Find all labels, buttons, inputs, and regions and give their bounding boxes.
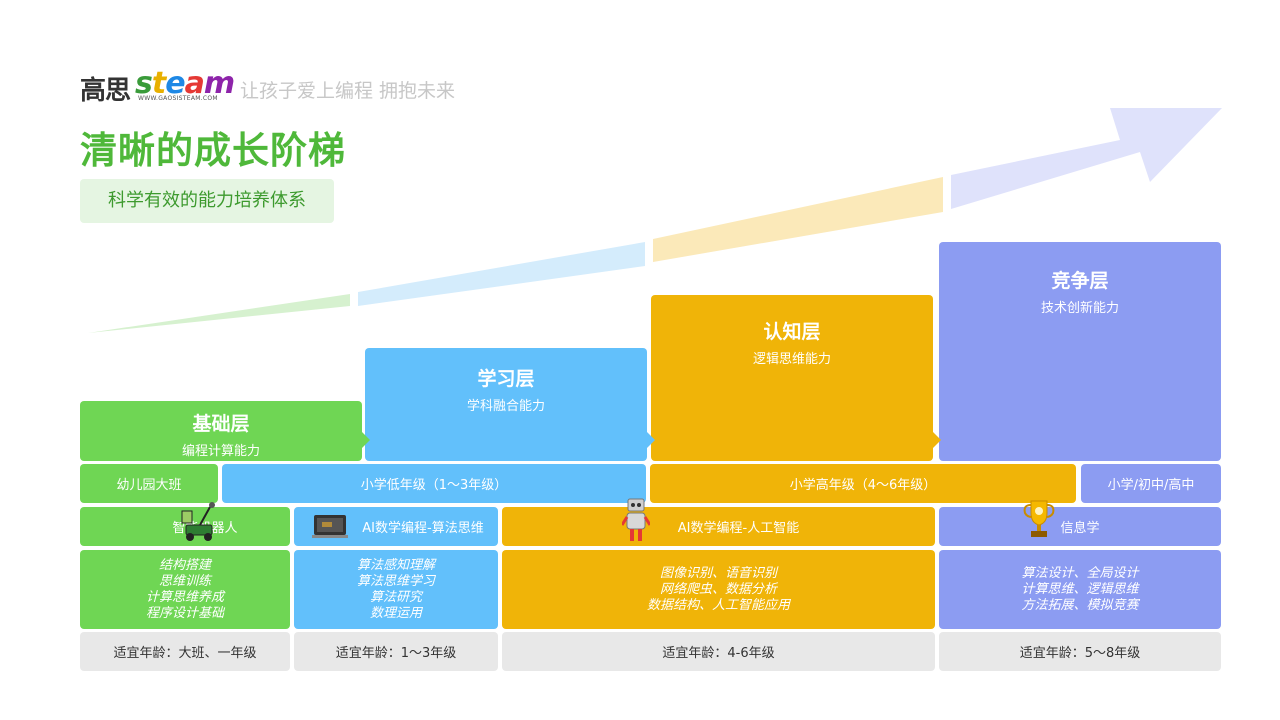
- content-robotics: 结构搭建 思维训练 计算思维养成 程序设计基础: [80, 550, 290, 629]
- trophy-icon: [1023, 500, 1055, 537]
- content-item: 计算思维养成: [145, 589, 224, 605]
- course-informatics: 信息学: [939, 500, 1221, 546]
- layer-desc: 逻辑思维能力: [752, 352, 831, 367]
- subtitle-badge: 科学有效的能力培养体系: [80, 179, 334, 223]
- logo-steam: steam: [135, 66, 235, 101]
- grade-lower-primary: 小学低年级（1～3年级）: [222, 464, 646, 503]
- age-robotics: 适宜年龄：大班、一年级: [80, 632, 290, 671]
- grade-secondary: 小学/初中/高中: [1081, 464, 1221, 503]
- content-item: 算法研究: [369, 589, 422, 605]
- content-item: 方法拓展、模拟竞赛: [1021, 597, 1139, 613]
- slogan: 让孩子爱上编程 拥抱未来: [240, 80, 456, 102]
- layer-name: 竞争层: [1051, 270, 1109, 292]
- content-item: 算法思维学习: [356, 573, 435, 589]
- laptop-icon: [312, 515, 348, 538]
- course-ai: AI数学编程-人工智能: [502, 498, 935, 546]
- content-item: 算法设计、全局设计: [1021, 565, 1139, 581]
- course-name: 信息学: [1060, 521, 1100, 536]
- layer-name: 基础层: [192, 413, 250, 435]
- robot-icon: [622, 498, 650, 541]
- content-item: 程序设计基础: [145, 605, 224, 621]
- arrow-segment-blue: [358, 242, 645, 306]
- layer-desc: 学科融合能力: [466, 399, 545, 414]
- content-algorithm: 算法感知理解 算法思维学习 算法研究 数理运用: [294, 550, 498, 629]
- logo-url: WWW.GAOSISTEAM.COM: [138, 95, 218, 102]
- layer-learning: 学习层 学科融合能力: [365, 348, 647, 461]
- content-item: 思维训练: [158, 573, 211, 589]
- layer-desc: 编程计算能力: [181, 444, 260, 459]
- arrow-head-purple: [951, 108, 1222, 209]
- arrow-segment-gold: [653, 177, 943, 262]
- page-title: 清晰的成长阶梯: [80, 129, 346, 172]
- grade-kindergarten: 幼儿园大班: [80, 464, 218, 503]
- content-item: 结构搭建: [158, 557, 211, 573]
- age-informatics: 适宜年龄：5～8年级: [939, 632, 1221, 671]
- layer-foundation: 基础层 编程计算能力: [80, 401, 362, 461]
- layer-desc: 技术创新能力: [1040, 301, 1119, 316]
- course-robotics: 智能机器人: [80, 502, 290, 546]
- content-item: 数据结构、人工智能应用: [646, 597, 790, 613]
- course-algorithm: AI数学编程-算法思维: [294, 507, 498, 546]
- age-algorithm: 适宜年龄：1～3年级: [294, 632, 498, 671]
- layer-name: 认知层: [763, 321, 821, 343]
- arrow-segment-green: [88, 294, 350, 333]
- layer-competition: 竞争层 技术创新能力: [939, 242, 1221, 461]
- logo-text-cn: 高思: [80, 76, 131, 106]
- layer-cognition: 认知层 逻辑思维能力: [651, 295, 933, 461]
- grade-upper-primary: 小学高年级（4～6年级）: [650, 464, 1076, 503]
- age-ai: 适宜年龄：4-6年级: [502, 632, 935, 671]
- content-item: 计算思维、逻辑思维: [1021, 581, 1139, 597]
- content-item: 图像识别、语音识别: [659, 565, 777, 581]
- content-item: 数理运用: [369, 605, 422, 621]
- content-informatics: 算法设计、全局设计 计算思维、逻辑思维 方法拓展、模拟竞赛: [939, 550, 1221, 629]
- course-name: AI数学编程-算法思维: [362, 521, 484, 536]
- content-item: 算法感知理解: [356, 557, 435, 573]
- content-item: 网络爬虫、数据分析: [659, 581, 777, 597]
- content-ai: 图像识别、语音识别 网络爬虫、数据分析 数据结构、人工智能应用: [502, 550, 935, 629]
- robot-car-icon: [181, 502, 215, 541]
- course-name: AI数学编程-人工智能: [677, 521, 800, 536]
- layer-name: 学习层: [477, 368, 535, 390]
